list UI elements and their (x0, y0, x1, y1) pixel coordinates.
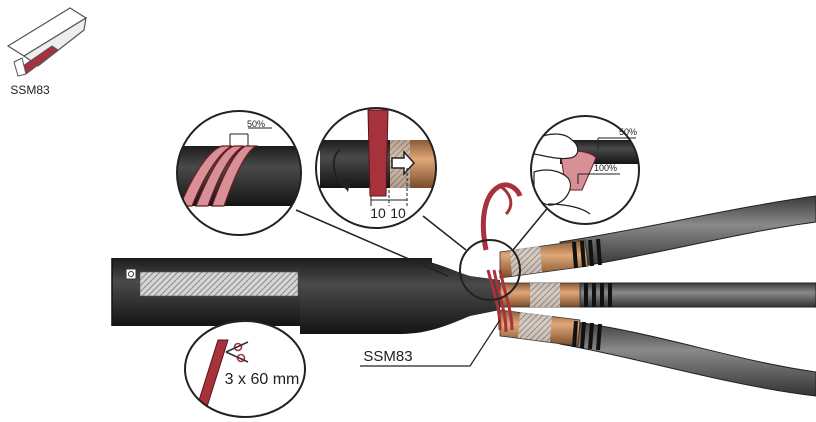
cable-middle (579, 282, 816, 308)
product-code-label: SSM83 (10, 83, 50, 97)
detail-measure (315, 107, 437, 229)
measure-label-left: 10 (370, 205, 386, 221)
cable-lower (559, 319, 816, 397)
detail-overlap-wrap (176, 110, 302, 236)
main-cable (111, 258, 500, 334)
scissors-icon (225, 341, 249, 363)
detail-cut-length (184, 320, 306, 418)
direction-arrow-icon (391, 150, 416, 176)
cable-upper (559, 195, 816, 269)
overlap-label-left: 50% (247, 119, 265, 129)
core-middle (499, 282, 612, 308)
cut-length-label: 3 x 60 mm (225, 371, 300, 388)
measure-label-right: 10 (390, 205, 406, 221)
tape-strip (367, 109, 389, 197)
overlap-label-right: 50% (619, 127, 637, 137)
tape-roll-icon (6, 7, 88, 77)
rotation-arrow-icon (332, 149, 347, 189)
pointer-label: SSM83 (363, 348, 412, 365)
hand-icon (533, 133, 591, 215)
tape-wrap-crotch (480, 182, 523, 333)
cable-braid-section (139, 271, 299, 297)
stretch-label: 100% (594, 163, 617, 173)
core-lower (499, 309, 602, 351)
core-upper (499, 238, 602, 279)
detail-hand-stretch (530, 115, 640, 225)
pointer-line (469, 319, 501, 367)
zoom-marker-circle (459, 239, 521, 301)
